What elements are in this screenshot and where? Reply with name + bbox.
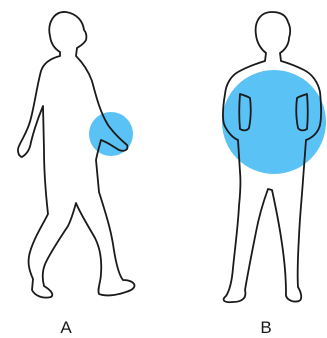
panel-b-label: B: [260, 318, 271, 337]
panel-a: [18, 12, 135, 298]
panel-b-highlight: [222, 70, 326, 174]
panel-b: [222, 12, 326, 302]
panel-a-label: A: [60, 318, 72, 337]
